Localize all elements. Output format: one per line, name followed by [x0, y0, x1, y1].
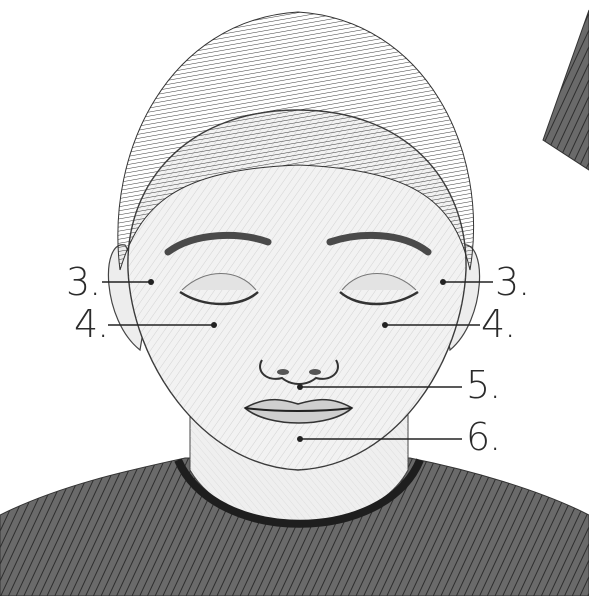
label-5: 5.	[466, 363, 500, 407]
point-marker	[440, 279, 446, 285]
point-marker	[382, 322, 388, 328]
label-4-right: 4.	[481, 302, 515, 346]
label-3-right: 3.	[495, 260, 529, 304]
point-marker	[148, 279, 154, 285]
label-4-left: 4.	[74, 302, 108, 346]
point-marker	[297, 436, 303, 442]
point-marker	[297, 384, 303, 390]
corner-object	[543, 10, 589, 170]
label-6: 6.	[466, 415, 500, 459]
label-3-left: 3.	[66, 260, 100, 304]
point-marker	[211, 322, 217, 328]
